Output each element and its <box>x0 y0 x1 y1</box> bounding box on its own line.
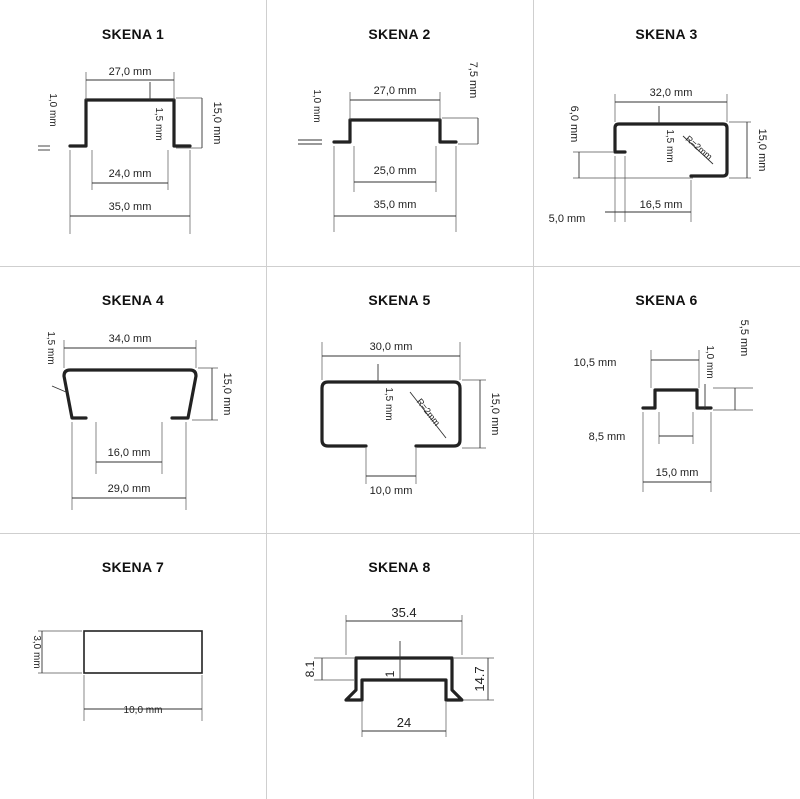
profile-drawing: 27,0 mm 1,0 mm 7,5 mm 25,0 mm 35,0 mm <box>298 62 479 232</box>
rail-profile <box>641 388 713 410</box>
cell-title: SKENA 4 <box>101 292 165 308</box>
cell-title: SKENA 1 <box>101 26 165 42</box>
profile-drawing: 27,0 mm 1,5 mm 1,0 mm 15,0 mm 24,0 mm 35… <box>38 66 223 234</box>
rail-profile <box>332 118 458 144</box>
dimension-label: 1,5 mm <box>664 129 675 162</box>
profile-drawing: 3,0 mm 10,0 mm <box>31 630 203 721</box>
dimension-label: 1,5 mm <box>383 387 394 420</box>
dimension-label: 15,0 mm <box>756 129 768 172</box>
cell-empty <box>533 533 800 799</box>
dimension-label: 24,0 mm <box>109 168 152 180</box>
dimension-label: 15,0 mm <box>489 393 501 436</box>
grid-divider <box>533 0 534 799</box>
dimension-label: 5,0 mm <box>549 213 586 225</box>
dimension-label: 3,0 mm <box>31 635 42 668</box>
cell-title: SKENA 3 <box>635 26 698 42</box>
dimension-label: 32,0 mm <box>650 87 693 99</box>
cell-title: SKENA 5 <box>368 292 431 308</box>
rail-profile <box>344 656 464 702</box>
cell-title: SKENA 7 <box>101 559 165 575</box>
cell-skena-5: SKENA 5 30,0 mm 1,5 mm R=2mm 15,0 mm 10,… <box>266 266 533 533</box>
dimension-label: 10,0 mm <box>370 485 413 497</box>
dimension-label: 27,0 mm <box>109 66 152 78</box>
dimension-label: 10,0 mm <box>124 705 163 716</box>
dimension-label: 30,0 mm <box>370 341 413 353</box>
cell-skena-7: SKENA 7 3,0 mm 10,0 mm <box>0 533 266 799</box>
dimension-label: 24 <box>397 715 411 730</box>
dimension-label: 1,5 mm <box>153 107 164 140</box>
rail-profile <box>83 630 203 674</box>
profile-drawing: 32,0 mm 1,5 mm R=2mm 6,0 mm 15,0 mm 5,0 … <box>549 87 768 225</box>
dimension-label: 29,0 mm <box>108 483 151 495</box>
dimension-label: 35,0 mm <box>109 201 152 213</box>
cell-title: SKENA 6 <box>635 292 698 308</box>
dimension-label: 16,5 mm <box>640 199 683 211</box>
dimension-label: 15,0 mm <box>221 373 233 416</box>
grid-divider <box>0 266 800 267</box>
rail-profile <box>68 98 192 148</box>
cell-skena-4: SKENA 4 34,0 mm 1,5 mm 15,0 mm 16,0 mm 2… <box>0 266 266 533</box>
dimension-label: R=2mm <box>684 134 715 162</box>
dimension-label: 25,0 mm <box>374 165 417 177</box>
dimension-label: 16,0 mm <box>108 447 151 459</box>
rail-profile <box>62 368 198 420</box>
dimension-label: 10,5 mm <box>574 357 617 369</box>
dimension-label: 35.4 <box>391 605 416 620</box>
rail-profile <box>613 122 729 178</box>
grid-divider <box>0 533 800 534</box>
cell-title: SKENA 8 <box>368 559 431 575</box>
dimension-label: 1,0 mm <box>311 89 322 122</box>
dimension-label: 34,0 mm <box>109 333 152 345</box>
profile-drawing: 35.4 8.1 1 14.7 24 <box>303 605 494 737</box>
profile-drawing: 34,0 mm 1,5 mm 15,0 mm 16,0 mm 29,0 mm <box>45 331 233 510</box>
cell-skena-2: SKENA 2 27,0 mm 1,0 mm 7,5 mm 25,0 mm 35… <box>266 0 533 266</box>
dimension-label: 6,0 mm <box>568 106 580 143</box>
dimension-label: 27,0 mm <box>374 85 417 97</box>
dimension-label: R=2mm <box>415 397 442 428</box>
dimension-label: 14.7 <box>472 666 487 691</box>
dimension-label: 15,0 mm <box>211 102 223 145</box>
dimension-label: 1,0 mm <box>47 93 58 126</box>
dimension-label: 8.1 <box>303 660 317 677</box>
profile-drawing: 30,0 mm 1,5 mm R=2mm 15,0 mm 10,0 mm <box>320 341 501 497</box>
dimension-label: 7,5 mm <box>467 62 479 99</box>
cell-skena-8: SKENA 8 35.4 8.1 1 14.7 24 <box>266 533 533 799</box>
cell-title: SKENA 2 <box>368 26 431 42</box>
grid-divider <box>266 0 267 799</box>
dimension-label: 1 <box>383 670 397 677</box>
dimension-label: 8,5 mm <box>589 431 626 443</box>
cell-skena-1: SKENA 1 27,0 mm 1,5 mm 1,0 mm 15,0 mm 24… <box>0 0 266 266</box>
profile-drawing: 10,5 mm 1,0 mm 5,5 mm 8,5 mm 15,0 mm <box>574 320 753 492</box>
dimension-label: 5,5 mm <box>738 320 750 357</box>
cell-skena-3: SKENA 3 32,0 mm 1,5 mm R=2mm 6,0 mm 15,0… <box>533 0 800 266</box>
dimension-label: 15,0 mm <box>656 467 699 479</box>
cell-skena-6: SKENA 6 10,5 mm 1,0 mm 5,5 mm 8,5 mm 15,… <box>533 266 800 533</box>
dimension-label: 1,0 mm <box>704 345 715 378</box>
dimension-label: 35,0 mm <box>374 199 417 211</box>
rail-profile <box>320 380 462 448</box>
dimension-label: 1,5 mm <box>45 331 56 364</box>
